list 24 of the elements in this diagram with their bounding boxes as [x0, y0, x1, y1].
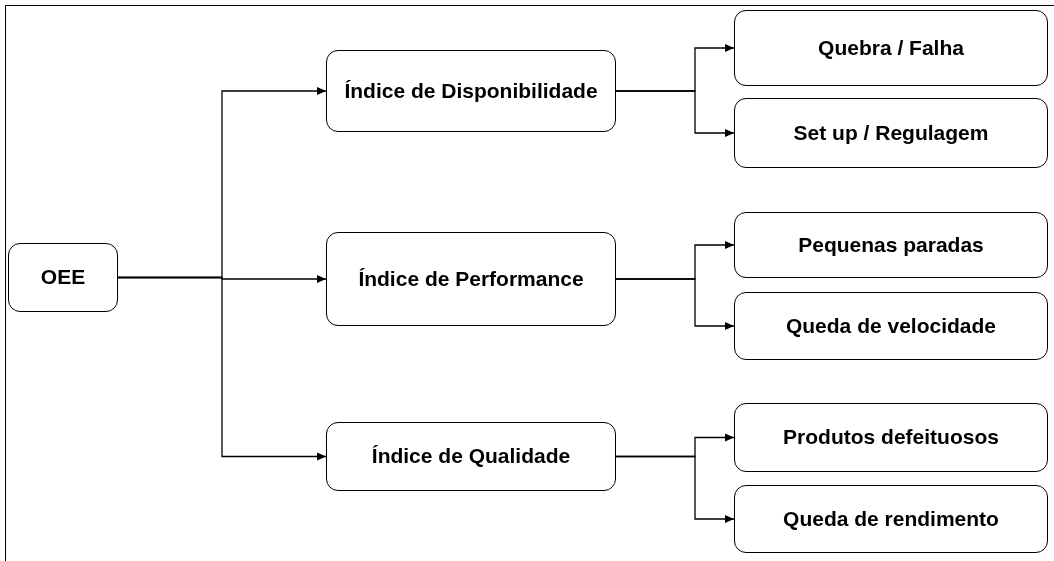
rounded-box	[734, 98, 1048, 168]
rounded-box	[734, 485, 1048, 553]
box-label: Set up / Regulagem	[793, 119, 989, 146]
rounded-box	[734, 292, 1048, 360]
arrow	[117, 276, 327, 461]
box-label: Pequenas paradas	[798, 231, 984, 258]
box-label: Índice de Disponibilidade	[344, 77, 598, 104]
box-label: Quebra / Falha	[818, 34, 964, 61]
box-label: Produtos defeituosos	[783, 424, 999, 451]
rounded-box	[326, 422, 616, 491]
rounded-box	[8, 243, 118, 312]
rounded-box	[734, 212, 1048, 278]
arrow	[615, 90, 735, 137]
rounded-box	[326, 50, 616, 132]
arrow	[615, 278, 735, 330]
rounded-box	[734, 10, 1048, 86]
box-label: OEE	[40, 264, 86, 291]
rounded-box	[734, 403, 1048, 472]
arrow	[615, 455, 735, 523]
box-label: Queda de rendimento	[783, 505, 999, 532]
rounded-box	[326, 232, 616, 326]
box-label: Índice de Qualidade	[371, 443, 571, 470]
box-label: Queda de velocidade	[785, 312, 997, 339]
box-label: Índice de Performance	[358, 265, 584, 292]
